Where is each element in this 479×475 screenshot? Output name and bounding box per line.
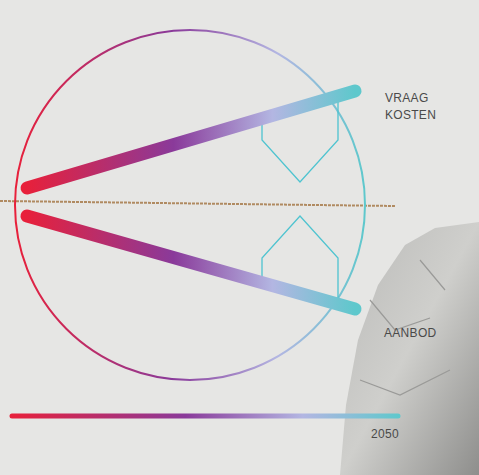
text-label: 2050	[371, 426, 399, 443]
trend-line	[27, 91, 355, 188]
rock	[340, 222, 479, 475]
rope	[0, 201, 395, 206]
trend-line	[27, 216, 355, 309]
timeline-bar	[12, 414, 398, 419]
circle-outline	[15, 30, 365, 380]
rock-texture	[360, 260, 450, 395]
text-label: VRAAG KOSTEN	[385, 90, 445, 125]
text-label: AANBOD	[384, 325, 436, 342]
